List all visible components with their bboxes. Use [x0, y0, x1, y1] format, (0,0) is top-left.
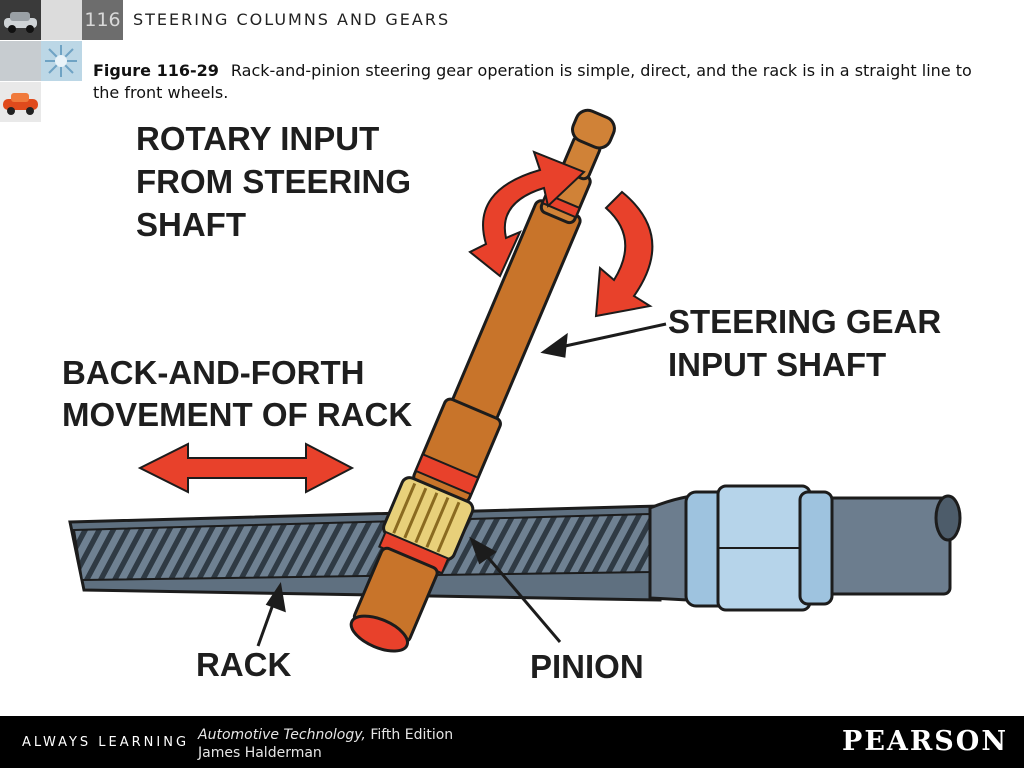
- publisher-logo: PEARSON: [842, 726, 1008, 757]
- car-thumbnail: [0, 0, 41, 40]
- footer: ALWAYS LEARNING Automotive Technology, F…: [0, 716, 1024, 768]
- label-back-and-forth: BACK-AND-FORTH: [62, 354, 364, 391]
- pinion-gear: [349, 476, 475, 653]
- rack: [68, 493, 962, 604]
- leader-lines: [256, 322, 667, 647]
- label-from-steering: FROM STEERING: [136, 163, 411, 200]
- book-title: Automotive Technology,: [198, 727, 366, 743]
- chapter-number: 116: [82, 0, 123, 40]
- label-pinion: PINION: [530, 648, 644, 685]
- header-tile: [41, 0, 82, 40]
- double-arrow-icon: [137, 442, 355, 494]
- book-edition: Fifth Edition: [365, 727, 454, 743]
- label-movement-of-rack: MOVEMENT OF RACK: [62, 396, 412, 433]
- chapter-title: STEERING COLUMNS AND GEARS: [133, 10, 451, 29]
- rack-and-pinion-diagram: ROTARY INPUT FROM STEERING SHAFT STEERIN…: [62, 108, 962, 685]
- label-input-shaft: INPUT SHAFT: [668, 346, 886, 383]
- header-tile: [41, 41, 82, 81]
- label-steering-gear: STEERING GEAR: [668, 303, 941, 340]
- rotary-arrow-icon: [468, 150, 654, 318]
- book-author: James Halderman: [198, 745, 322, 761]
- figure-label: Figure 116-29: [93, 61, 219, 80]
- book-info: Automotive Technology, Fifth Edition Jam…: [198, 726, 453, 762]
- rack-nut: [684, 484, 834, 612]
- label-rack: RACK: [196, 646, 291, 683]
- steering-gear-input-shaft: [412, 108, 616, 504]
- caption-text: Rack-and-pinion steering gear operation …: [93, 61, 972, 102]
- red-car-thumbnail: [0, 82, 41, 122]
- thumbnail-strip: [0, 0, 41, 122]
- label-shaft: SHAFT: [136, 206, 246, 243]
- tagline: ALWAYS LEARNING: [22, 735, 190, 750]
- label-rotary-input: ROTARY INPUT: [136, 120, 379, 157]
- gear-thumbnail: [0, 41, 41, 81]
